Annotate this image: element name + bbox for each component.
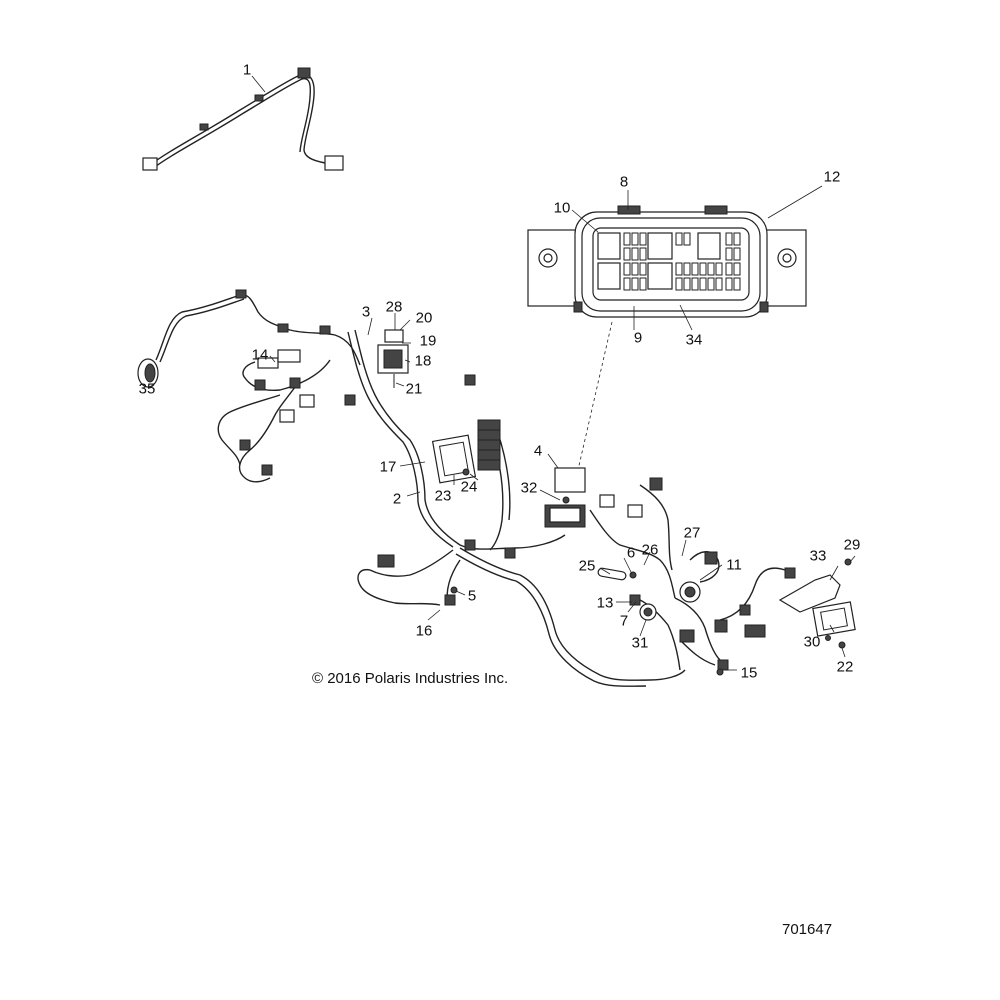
callout-25: 25 [578,557,596,575]
callout-17: 17 [379,458,397,476]
callout-27: 27 [683,524,701,542]
callout-10: 10 [553,199,571,217]
callout-21: 21 [405,380,423,398]
callout-33: 33 [809,547,827,565]
callout-30: 30 [803,633,821,651]
harness-right [589,477,796,671]
callout-22: 22 [836,658,854,676]
callout-20: 20 [415,309,433,327]
callout-9: 9 [633,329,643,347]
figure-number: 701647 [782,921,833,938]
harness-main [217,329,686,687]
callout-19: 19 [419,332,437,350]
callout-14: 14 [251,346,269,364]
callout-16: 16 [415,622,433,640]
fasteners [450,468,724,676]
callout-31: 31 [631,634,649,652]
harness-upper [142,67,344,171]
callout-6: 6 [626,544,636,562]
callout-5: 5 [467,587,477,605]
callout-7: 7 [619,612,629,630]
callout-34: 34 [685,331,703,349]
harness-left [137,289,361,388]
callout-35: 35 [138,380,156,398]
callout-26: 26 [641,541,659,559]
copyright-notice: © 2016 Polaris Industries Inc. [312,670,509,687]
callout-15: 15 [740,664,758,682]
callout-12: 12 [823,168,841,186]
callout-4: 4 [533,442,543,460]
callout-2: 2 [392,490,402,508]
callout-24: 24 [460,478,478,496]
callout-11: 11 [726,556,742,574]
relay-bracket [377,329,409,388]
callout-32: 32 [520,479,538,497]
callout-1: 1 [242,61,252,79]
callout-18: 18 [414,352,432,370]
module-bracket [778,558,856,649]
callout-23: 23 [434,487,452,505]
callout-8: 8 [619,173,629,191]
leader-lines [149,75,856,671]
callout-29: 29 [843,536,861,554]
callout-13: 13 [596,594,614,612]
callout-3: 3 [361,303,371,321]
fuse-box [527,205,807,318]
connector-block [544,467,586,528]
callout-28: 28 [385,298,403,316]
